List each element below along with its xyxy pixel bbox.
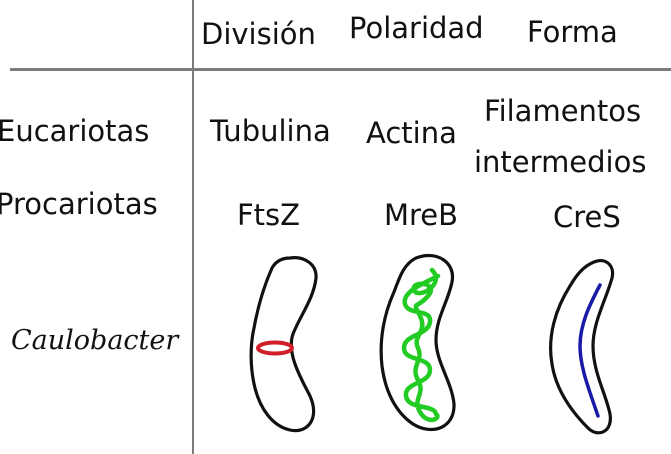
cell-outline-division bbox=[249, 256, 318, 433]
header-division: División bbox=[201, 17, 316, 51]
eukaryote-division-protein: Tubulina bbox=[210, 114, 331, 148]
row-label-prokaryotes: Procariotas bbox=[0, 187, 158, 221]
organism-label: Caulobacter bbox=[11, 325, 179, 356]
header-polarity: Polaridad bbox=[349, 11, 484, 45]
header-divider-line bbox=[10, 68, 671, 71]
eukaryote-shape-protein-line1: Filamentos bbox=[484, 94, 642, 128]
cell-outline-shape bbox=[549, 259, 615, 435]
ftsz-ring bbox=[256, 340, 294, 356]
label-column-divider-line bbox=[192, 0, 194, 454]
prokaryote-shape-protein: CreS bbox=[553, 200, 621, 234]
prokaryote-polarity-protein: MreB bbox=[384, 198, 459, 232]
cell-outline-polarity bbox=[379, 253, 456, 432]
eukaryote-shape-protein-line2: intermedios bbox=[474, 145, 647, 179]
cres-filament bbox=[578, 283, 602, 418]
eukaryote-polarity-protein: Actina bbox=[366, 116, 457, 150]
row-label-eukaryotes: Eucariotas bbox=[0, 114, 150, 148]
mreb-helix bbox=[401, 267, 441, 423]
header-shape: Forma bbox=[527, 15, 618, 49]
prokaryote-division-protein: FtsZ bbox=[237, 198, 301, 232]
